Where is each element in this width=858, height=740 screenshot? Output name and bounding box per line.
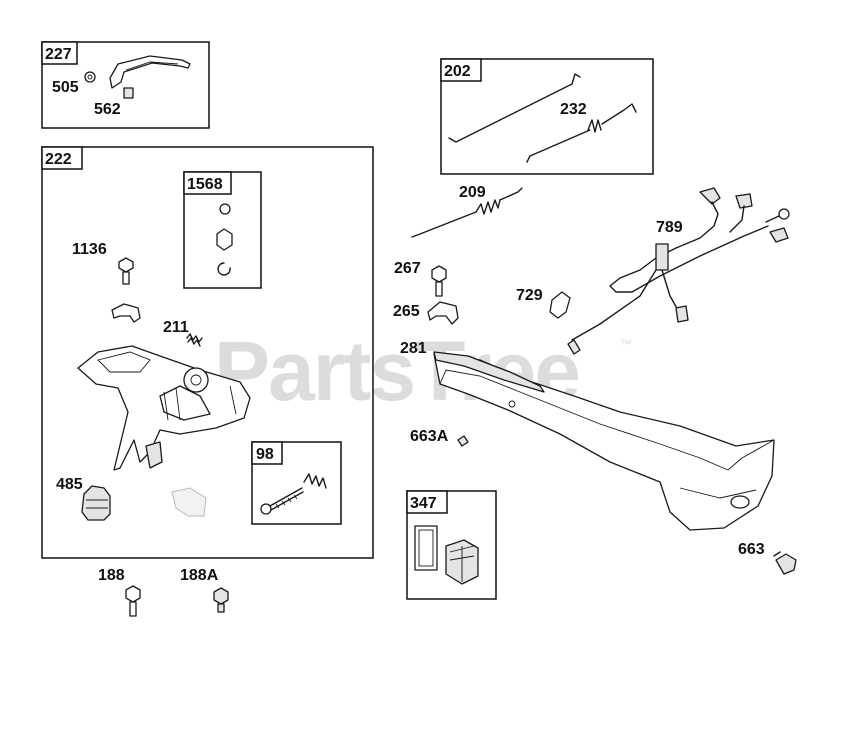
screw-1136-part[interactable] bbox=[118, 257, 134, 285]
label-281: 281 bbox=[400, 340, 427, 357]
ghost-bracket-part bbox=[171, 487, 207, 517]
box-1568-label: 1568 bbox=[187, 176, 223, 193]
label-188: 188 bbox=[98, 567, 125, 584]
spring-rod-232-part[interactable] bbox=[526, 103, 637, 163]
box-347-label: 347 bbox=[410, 495, 437, 512]
rocker-switch-part[interactable] bbox=[445, 539, 479, 585]
label-209: 209 bbox=[459, 184, 486, 201]
spring-98-part[interactable] bbox=[303, 473, 327, 489]
eclip-1568-part[interactable] bbox=[217, 262, 231, 276]
label-265: 265 bbox=[393, 303, 420, 320]
control-bracket-assembly[interactable] bbox=[77, 345, 251, 471]
clip-222-part[interactable] bbox=[111, 303, 141, 323]
box-202[interactable]: 202 232 bbox=[440, 58, 654, 175]
label-1136: 1136 bbox=[72, 241, 107, 258]
label-211: 211 bbox=[163, 319, 189, 336]
box-98[interactable]: 98 bbox=[251, 441, 342, 525]
box-222-label: 222 bbox=[45, 151, 72, 168]
switch-bezel-part[interactable] bbox=[414, 525, 438, 571]
bolt-188-part[interactable] bbox=[125, 585, 141, 617]
label-789: 789 bbox=[656, 219, 683, 236]
nut-505-part[interactable] bbox=[84, 71, 96, 83]
wire-harness-789-part[interactable] bbox=[567, 187, 790, 355]
label-729: 729 bbox=[516, 287, 543, 304]
rod-202-part[interactable] bbox=[448, 73, 581, 143]
label-663a: 663A bbox=[410, 428, 449, 445]
label-505: 505 bbox=[52, 79, 79, 96]
bolt-663-part[interactable] bbox=[773, 551, 797, 575]
label-663: 663 bbox=[738, 541, 765, 558]
watermark-trademark: ™ bbox=[620, 337, 632, 351]
box-227[interactable]: 227 505 562 bbox=[41, 41, 210, 129]
clip-729-part[interactable] bbox=[549, 291, 571, 319]
box-202-label: 202 bbox=[444, 63, 471, 80]
nut-1568-part[interactable] bbox=[216, 228, 233, 251]
handle-grip-281-part[interactable] bbox=[433, 351, 775, 531]
box-222[interactable]: 222 1136 211 485 bbox=[41, 146, 374, 559]
box-1568[interactable]: 1568 bbox=[183, 171, 262, 289]
box-347[interactable]: 347 bbox=[406, 490, 497, 600]
label-267: 267 bbox=[394, 260, 421, 277]
bolt-188a-part[interactable] bbox=[213, 587, 229, 613]
label-485: 485 bbox=[56, 476, 83, 493]
screw-663a-part[interactable] bbox=[457, 435, 469, 447]
box-98-label: 98 bbox=[256, 446, 274, 463]
label-562: 562 bbox=[94, 101, 121, 118]
box-227-label: 227 bbox=[45, 46, 72, 63]
label-232: 232 bbox=[560, 101, 587, 118]
screw-267-part[interactable] bbox=[431, 265, 447, 297]
cap-1568-part[interactable] bbox=[219, 203, 231, 215]
screw-98-part[interactable] bbox=[260, 487, 304, 515]
boot-485-part[interactable] bbox=[81, 485, 111, 521]
spring-rod-209-part[interactable] bbox=[411, 187, 523, 238]
spring-211-part[interactable] bbox=[186, 333, 203, 347]
label-188a: 188A bbox=[180, 567, 219, 584]
clip-265-part[interactable] bbox=[427, 301, 459, 325]
bracket-227-part[interactable] bbox=[109, 55, 191, 89]
clip-562-part[interactable] bbox=[123, 87, 134, 99]
